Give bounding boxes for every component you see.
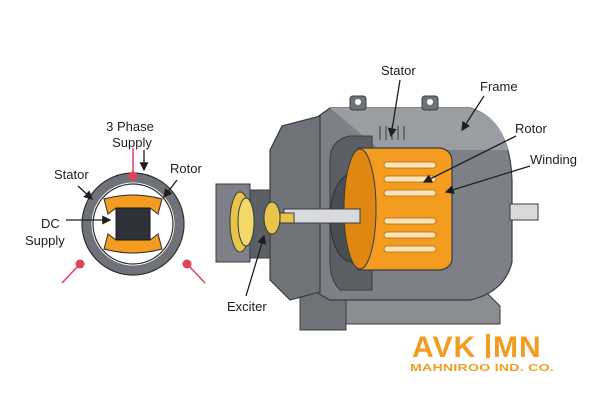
frame-label: Frame bbox=[480, 79, 518, 94]
motor-rotor-label: Rotor bbox=[515, 121, 547, 136]
motor-shaft bbox=[283, 208, 361, 224]
slip-ring bbox=[263, 201, 281, 235]
logo-sub: MAHNIROO IND. CO. bbox=[410, 362, 554, 374]
exciter-disc-inner bbox=[237, 197, 255, 247]
schematic-stator-label: Stator bbox=[54, 167, 89, 182]
stator-arrow bbox=[77, 185, 93, 200]
shaft-coupling bbox=[279, 212, 295, 224]
exciter-label: Exciter bbox=[227, 299, 267, 314]
logo-divider bbox=[486, 334, 490, 358]
schematic-rotor-core bbox=[115, 207, 151, 241]
cooling-fins bbox=[379, 126, 405, 140]
motor-rotor-arrow bbox=[422, 135, 517, 183]
schematic: 3 Phase Supply Stator Rotor DC Supply bbox=[25, 119, 206, 284]
dc-label-line2: Supply bbox=[25, 233, 65, 248]
winding-arrow bbox=[444, 165, 531, 195]
rotor-winding-slots bbox=[383, 161, 437, 253]
winding-label: Winding bbox=[530, 152, 577, 167]
rotor-arrow bbox=[163, 179, 178, 199]
motor-stator-label: Stator bbox=[381, 63, 416, 78]
motor-stator-arrow bbox=[387, 79, 401, 138]
logo-main-right: MN bbox=[493, 331, 542, 364]
company-logo: AVK MN MAHNIROO IND. CO. bbox=[410, 331, 554, 374]
output-shaft bbox=[509, 203, 539, 221]
phase-label-line1: 3 Phase bbox=[106, 119, 154, 134]
lifting-eye-left-hole bbox=[355, 99, 361, 105]
end-housing bbox=[269, 115, 321, 301]
terminal-dot-top bbox=[128, 171, 138, 181]
frame-arrow bbox=[461, 95, 485, 132]
terminal-dot-left bbox=[75, 259, 85, 269]
schematic-rotor-label: Rotor bbox=[170, 161, 202, 176]
logo-main-left: AVK bbox=[412, 331, 476, 364]
motor-cutaway: Stator Frame Rotor Winding Exciter bbox=[215, 63, 577, 331]
dc-label-line1: DC bbox=[41, 216, 60, 231]
frame-highlight bbox=[330, 108, 508, 150]
terminal-dot-right bbox=[182, 259, 192, 269]
phase-label-line2: Supply bbox=[112, 135, 152, 150]
lifting-eye-right-hole bbox=[427, 99, 433, 105]
exciter-arrow bbox=[245, 234, 267, 297]
